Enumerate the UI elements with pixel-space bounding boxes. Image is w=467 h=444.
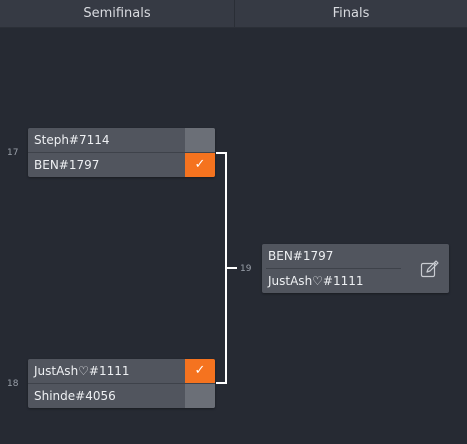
match-18-player-2[interactable]: Shinde#4056 (28, 383, 215, 408)
match-card-19[interactable]: BEN#1797 JustAsh♡#1111 (262, 244, 449, 293)
match-number-19: 19 (240, 264, 252, 274)
match-17-player-1[interactable]: Steph#7114 (28, 128, 215, 152)
round-finals: Finals (332, 6, 370, 21)
match-number-17: 17 (7, 148, 19, 158)
winner-check-icon: ✓ (185, 359, 215, 383)
divider (266, 268, 401, 269)
player-name: JustAsh♡#1111 (268, 274, 364, 288)
match-18-player-1[interactable]: JustAsh♡#1111 ✓ (28, 359, 215, 383)
player-name: Shinde#4056 (34, 389, 116, 403)
bracket-connector-out (227, 267, 237, 269)
round-header: Semifinals Finals (0, 0, 467, 28)
match-number-18: 18 (7, 379, 19, 389)
match-19-player-2[interactable]: JustAsh♡#1111 (262, 269, 449, 293)
round-semifinals: Semifinals (0, 0, 235, 27)
winner-check-icon: ✓ (185, 153, 215, 177)
score-box (185, 128, 215, 152)
player-name: BEN#1797 (34, 158, 100, 172)
match-19-player-1[interactable]: BEN#1797 (262, 244, 449, 269)
edit-icon[interactable] (419, 258, 441, 280)
score-box (185, 384, 215, 408)
match-card-17[interactable]: Steph#7114 BEN#1797 ✓ (28, 128, 215, 177)
match-card-18[interactable]: JustAsh♡#1111 ✓ Shinde#4056 (28, 359, 215, 408)
player-name: JustAsh♡#1111 (34, 364, 130, 378)
match-17-player-2[interactable]: BEN#1797 ✓ (28, 152, 215, 177)
bracket-connector (216, 152, 227, 384)
player-name: BEN#1797 (268, 249, 334, 263)
player-name: Steph#7114 (34, 133, 110, 147)
